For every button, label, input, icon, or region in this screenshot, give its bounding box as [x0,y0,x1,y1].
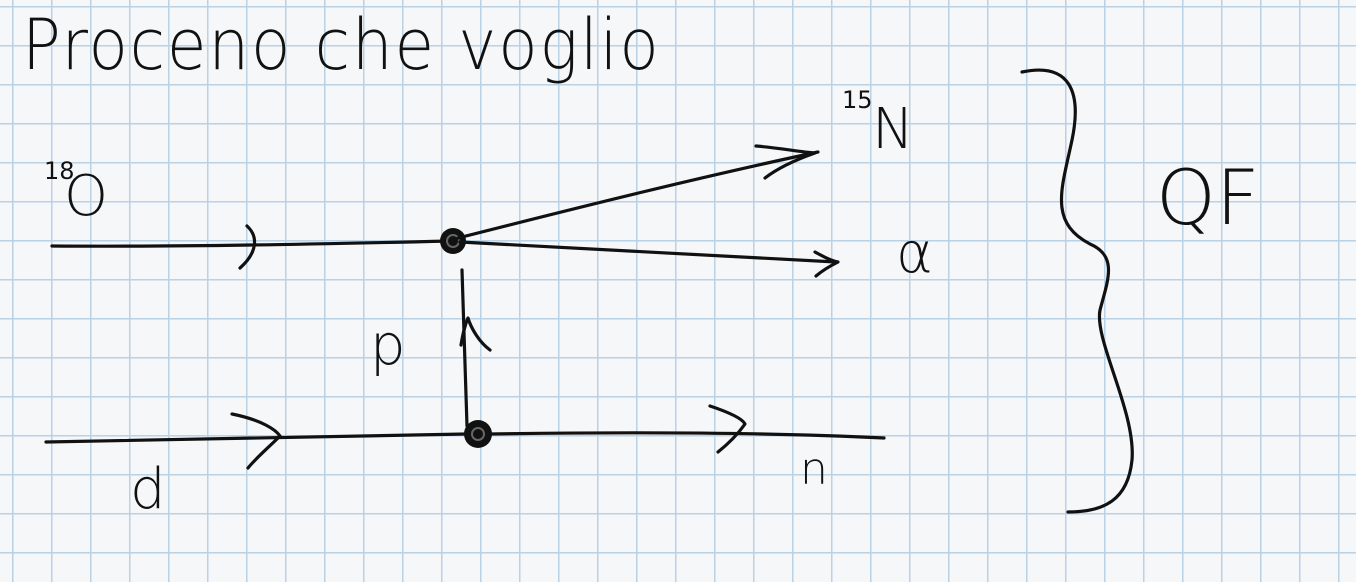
right-brace [1020,68,1134,514]
brace-label: QF [1156,153,1260,242]
neutron-arrow [708,404,747,454]
page-title: Proceno che voglio [22,4,661,86]
proton-arrow [459,316,492,352]
alpha-arrow [813,250,840,278]
nitrogen-arrow [754,144,817,180]
deuteron-line [44,432,468,444]
deuteron-label: d [130,457,166,522]
lower-vertex [464,420,492,448]
oxygen-line [50,239,454,248]
alpha-label: α [896,221,933,286]
deuteron-arrow [230,412,282,470]
neutron-label: n [800,444,828,495]
oxygen-arrow [238,224,256,270]
proton-label: p [370,313,406,378]
upper-vertex [440,228,466,254]
alpha-line [458,240,838,264]
proton-line [460,268,469,428]
neutron-line [488,431,886,440]
nitrogen-line [456,150,820,240]
